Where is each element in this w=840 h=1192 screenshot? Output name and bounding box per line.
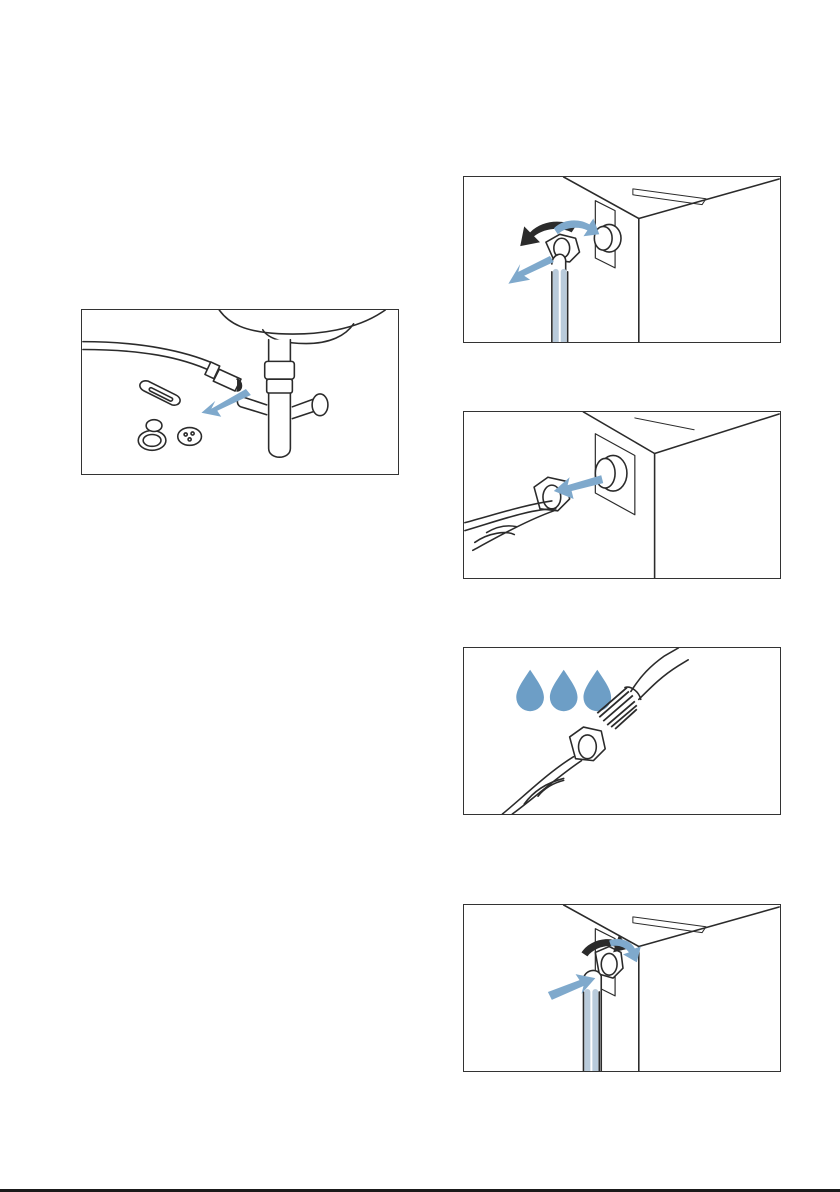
remove-filter-with-pliers-illustration-icon xyxy=(464,412,780,578)
step-4-figure xyxy=(463,904,781,1072)
unscrew-supply-hose-illustration-icon xyxy=(464,177,780,342)
step-3-figure xyxy=(463,647,781,815)
drain-hose-figure xyxy=(81,309,399,475)
clean-filter-brush-illustration-icon xyxy=(464,648,780,814)
step-1-figure xyxy=(463,176,781,343)
step-2-figure xyxy=(463,411,781,579)
reattach-supply-hose-illustration-icon xyxy=(464,905,780,1071)
drain-hose-siphon-illustration-icon xyxy=(82,310,398,474)
water-drops-icon xyxy=(516,670,611,712)
